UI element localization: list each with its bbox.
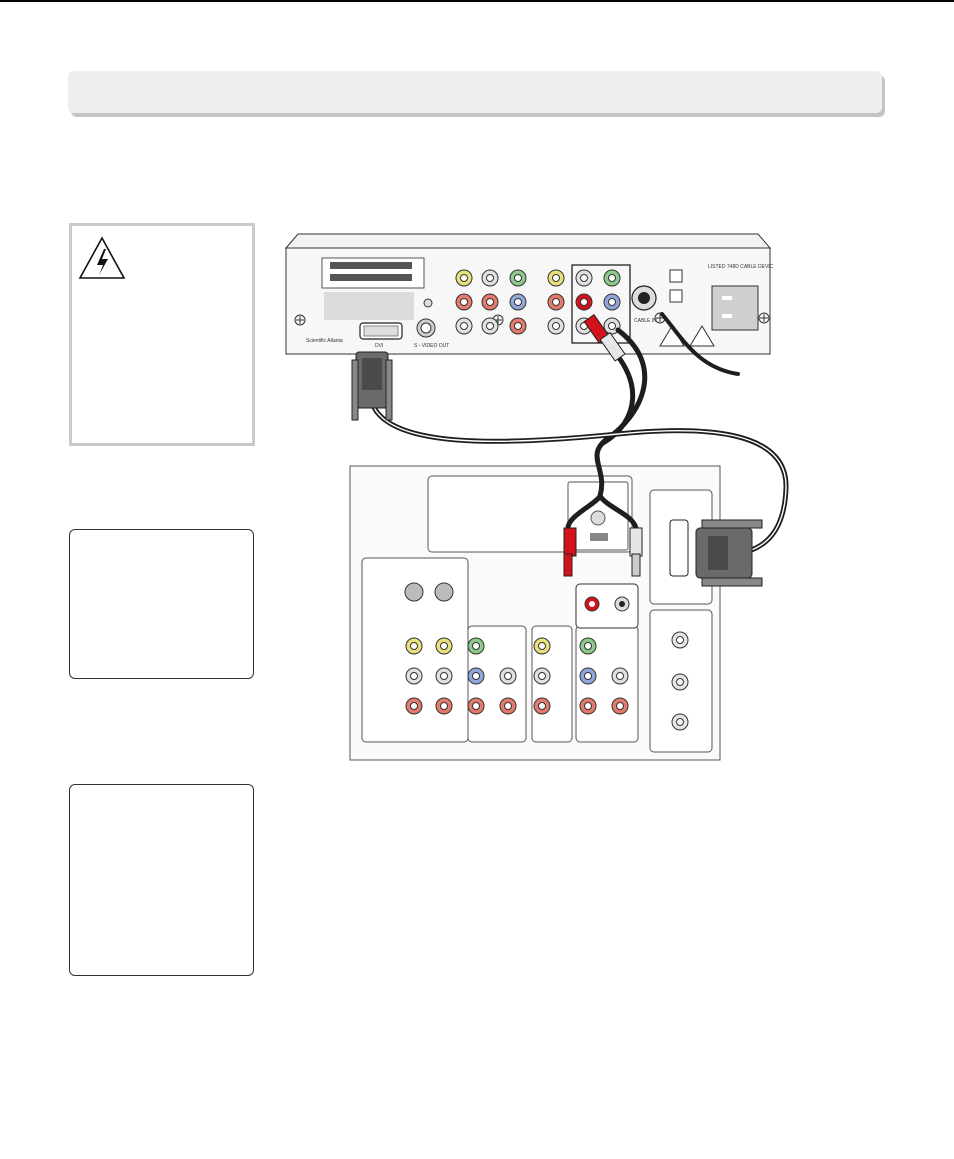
tv-jack-center [538,642,546,650]
settop-jack-center [514,274,522,282]
settop-jack-center [580,274,588,282]
tv-jack-center [538,672,546,680]
top-rule [0,0,954,2]
dvi-label: DVI [375,343,383,349]
settop-jack-center [608,322,616,330]
settop-jack-center [460,322,468,330]
tv-jack-center [472,702,480,710]
lightning-warning-icon [78,236,126,279]
tv-jack-group [405,637,629,715]
tv-jack-center [504,672,512,680]
settop-jack-center [552,298,560,306]
note-box-2 [69,784,254,976]
connection-diagram: Scientific Atlanta DVI S - VIDEO OUT CAB… [284,233,789,761]
warning-box [69,223,255,446]
tv-jack-center [584,672,592,680]
svideo-label: S - VIDEO OUT [414,343,449,349]
dvi-plug-settop [351,351,393,421]
tv-jack-center [472,672,480,680]
settop-jack-center [580,298,588,306]
settop-jack-center [514,298,522,306]
cable-in-label: CABLE IN [634,318,657,324]
tv-jack-center [440,642,448,650]
settop-jack-center [608,298,616,306]
tv-coax-jack-center [676,636,684,644]
tv-coax-jack-center [676,678,684,686]
settop-jack-center [514,322,522,330]
note-box-1 [69,529,254,679]
dvi-plug-tv [695,519,763,587]
tv-jack-center [440,672,448,680]
tv-jack-center [504,702,512,710]
listed-label: LISTED 748D CABLE DEVIC [708,264,774,270]
tv-jack-center [472,642,480,650]
settop-jack-center [608,274,616,282]
settop-jack-center [486,322,494,330]
rca-plugs-tv [563,527,643,577]
tv-jack-center [538,702,546,710]
tv-jack-center [616,702,624,710]
settop-jack-center [460,274,468,282]
tv-coax-jack-center [676,718,684,726]
tv-jack-center [410,702,418,710]
cables-inner [371,402,787,555]
settop-back-panel: Scientific Atlanta DVI S - VIDEO OUT CAB… [284,233,774,355]
tv-jack-center [584,642,592,650]
settop-jack-center [460,298,468,306]
settop-jack-center [552,274,560,282]
rca-plugs-settop [583,314,626,362]
tv-jack-center [440,702,448,710]
settop-jack-center [552,322,560,330]
tv-back-panel [349,465,721,761]
brand-label: Scientific Atlanta [306,338,343,344]
tv-jack-center [616,672,624,680]
tv-coax-group [671,631,689,731]
tv-jack-center [584,702,592,710]
settop-jack-center [486,274,494,282]
tv-jack-center [410,642,418,650]
tv-jack-center [410,672,418,680]
settop-jack-center [486,298,494,306]
page-title-bar [68,71,882,113]
